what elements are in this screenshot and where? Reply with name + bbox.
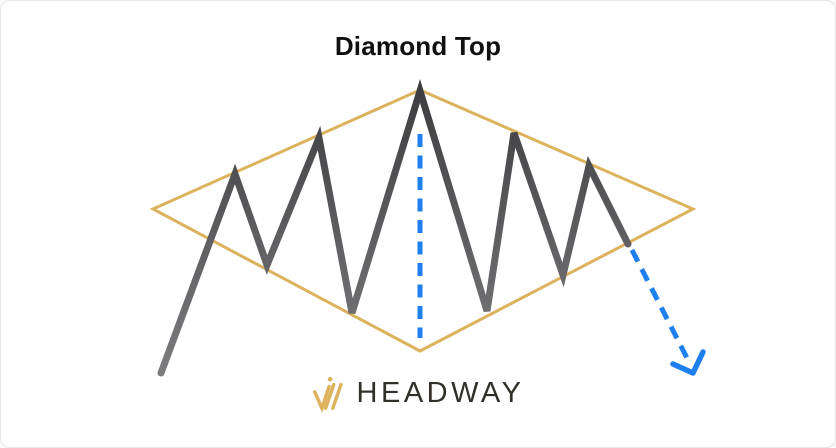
price-line [157, 79, 632, 377]
page-title: Diamond Top [334, 31, 502, 61]
breakout-arrowhead-icon [670, 349, 706, 376]
breakout-arrow-shaft [629, 248, 691, 362]
headway-logo: HEADWAY [1, 369, 835, 413]
headway-logo-icon [312, 376, 343, 413]
headway-logo-text: HEADWAY [356, 376, 525, 409]
diamond-outline [149, 88, 697, 353]
